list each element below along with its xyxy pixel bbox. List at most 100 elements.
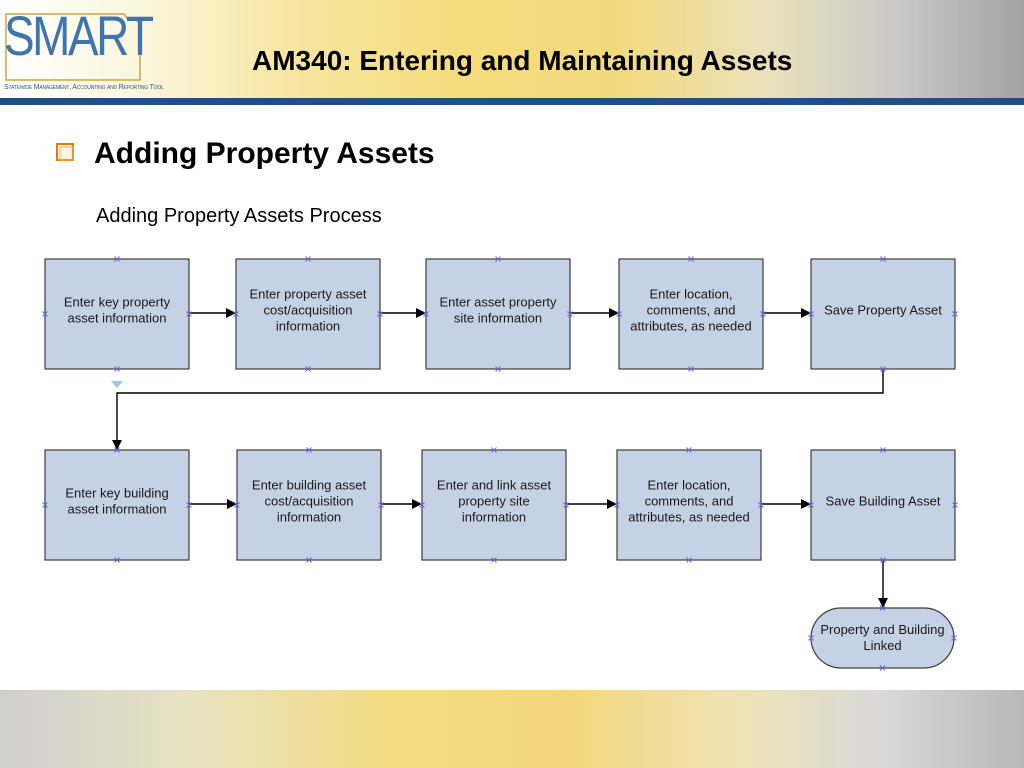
flow-arrow-wrap [112,369,884,450]
connection-point-icon [686,557,692,563]
connection-point-icon [495,256,501,262]
process-step-label: Save Property Asset [824,303,942,318]
connection-point-icon [419,502,425,508]
process-box [618,258,764,370]
connection-point-icon [952,311,958,317]
connection-point-icon [42,311,48,317]
connection-point-icon [760,311,766,317]
process-step-label: site information [454,311,542,326]
connection-point-icon [186,502,192,508]
process-step-label: Enter key building [65,486,168,501]
connection-point-icon [186,311,192,317]
logo-outline-icon [5,13,141,81]
connection-point-icon [951,635,957,641]
process-step-label: information [276,319,340,334]
connection-point-icon [879,665,886,671]
process-step-r1s2: Enter property assetcost/acquisitioninfo… [233,256,383,372]
process-step-label: Enter building asset [252,478,367,493]
connection-point-icon [880,447,886,453]
connection-point-icon [808,311,814,317]
connection-point-icon [114,366,120,372]
process-box [810,258,956,370]
connection-point-icon [758,502,764,508]
connection-point-icon [378,502,384,508]
diagram-caption: Adding Property Assets Process [96,205,382,227]
header-banner [0,0,1024,98]
page-title: AM340: Entering and Maintaining Assets [252,45,793,76]
connection-point-icon [234,502,240,508]
connection-point-icon [491,447,497,453]
process-step-r1s5: Save Property Asset [808,256,958,372]
process-box [425,258,571,370]
connection-point-icon [306,557,312,563]
process-step-label: Enter location, [647,478,730,493]
connection-point-icon [686,447,692,453]
process-step-label: information [462,510,526,525]
process-step-r1s4: Enter location,comments, andattributes, … [616,256,766,372]
connection-point-icon [114,256,120,262]
connection-point-icon [306,447,312,453]
process-box [44,258,190,370]
process-box [236,449,382,561]
process-box [44,449,190,561]
connection-point-icon [491,557,497,563]
process-step-label: Enter asset property [439,295,557,310]
connection-point-icon [114,447,120,453]
drop-indicator-icon [111,381,123,388]
process-step-label: Enter property asset [249,287,366,302]
connection-point-icon [495,366,501,372]
footer-banner [0,690,1024,768]
process-step-label: property site [458,494,530,509]
connection-point-icon [567,311,573,317]
connection-point-icon [305,366,311,372]
section-heading: Adding Property Assets [94,137,435,170]
connection-point-icon [952,502,958,508]
connection-point-icon [880,366,886,372]
terminal-label: Property and Building [820,622,944,637]
process-step-label: Enter and link asset [437,478,552,493]
process-step-label: cost/acquisition [264,303,353,318]
terminal-label: Linked [863,638,901,653]
connection-point-icon [688,366,694,372]
process-step-label: asset information [68,502,167,517]
connection-point-icon [688,256,694,262]
process-step-r2s2: Enter building assetcost/acquisitioninfo… [234,447,384,563]
process-step-label: attributes, as needed [630,319,751,334]
process-step-label: comments, and [645,494,734,509]
process-step-r2s4: Enter location,comments, andattributes, … [614,447,764,563]
process-step-label: Enter key property [64,295,171,310]
hollow-square-bullet-icon [55,142,75,162]
connection-point-icon [42,502,48,508]
connection-point-icon [377,311,383,317]
process-step-label: Enter location, [649,287,732,302]
header-divider [0,98,1024,105]
logo-tagline: Statewide Management, Accounting and Rep… [4,84,164,91]
process-step-label: attributes, as needed [628,510,749,525]
process-step-label: Save Building Asset [826,494,941,509]
connection-point-icon [616,311,622,317]
connection-point-icon [880,256,886,262]
connection-point-icon [879,605,886,611]
connection-point-icon [114,557,120,563]
process-step-r2s5: Save Building Asset [808,447,958,563]
smart-logo [4,8,144,98]
connection-point-icon [305,256,311,262]
connection-point-icon [563,502,569,508]
connection-point-icon [423,311,429,317]
connection-point-icon [233,311,239,317]
connection-point-icon [808,635,814,641]
connection-point-icon [880,557,886,563]
connection-point-icon [808,502,814,508]
process-step-label: information [277,510,341,525]
logo-wordmark: SMART [4,4,154,67]
process-step-label: comments, and [647,303,736,318]
connection-point-icon [614,502,620,508]
process-step-label: cost/acquisition [265,494,354,509]
process-step-label: asset information [68,311,167,326]
